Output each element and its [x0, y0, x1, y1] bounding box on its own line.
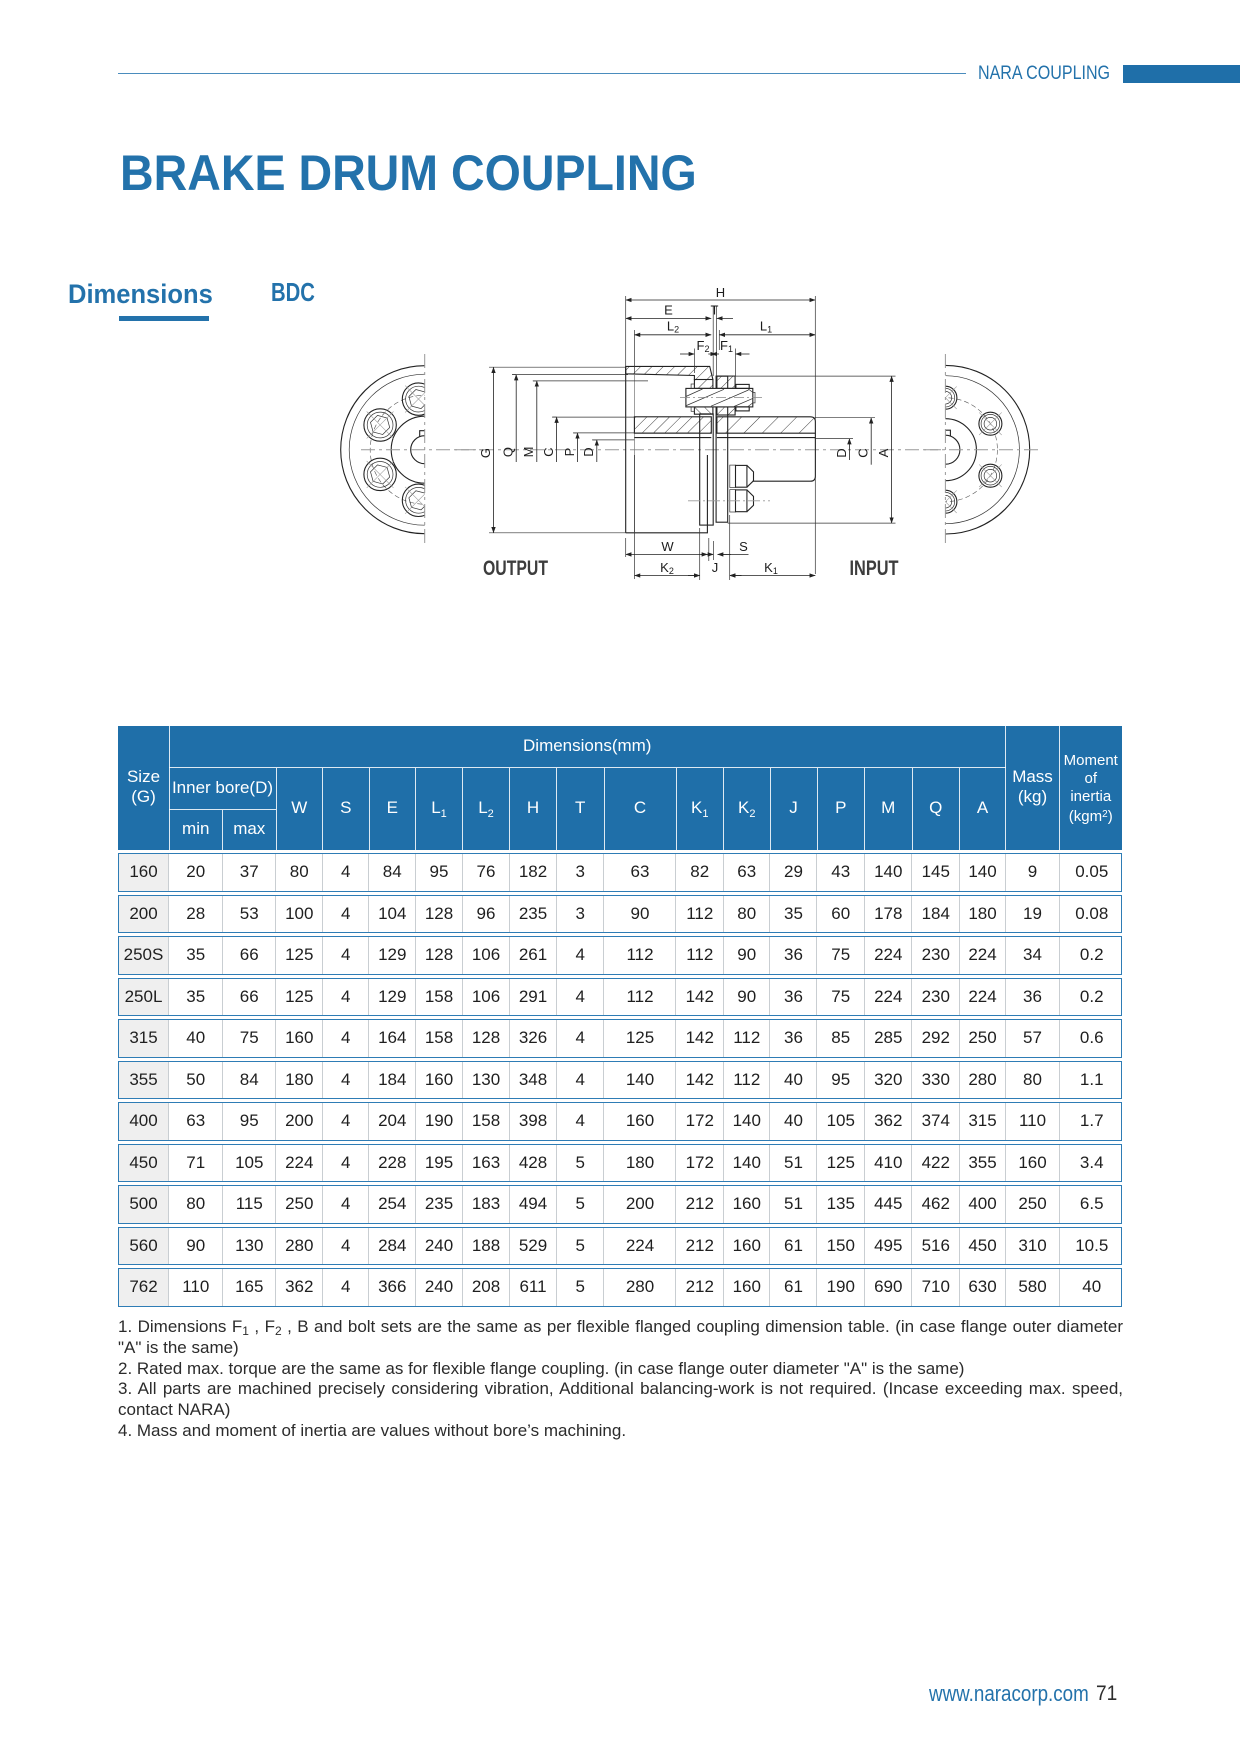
svg-text:S: S	[739, 539, 748, 554]
svg-text:L1: L1	[760, 319, 772, 335]
svg-text:E: E	[664, 302, 673, 317]
svg-text:OUTPUT: OUTPUT	[483, 557, 548, 580]
svg-text:T: T	[711, 302, 719, 317]
svg-text:H: H	[716, 285, 725, 300]
svg-text:M: M	[521, 447, 536, 458]
svg-text:G: G	[478, 448, 493, 458]
svg-text:W: W	[661, 539, 674, 554]
svg-text:Q: Q	[501, 447, 516, 457]
svg-text:C: C	[541, 447, 556, 456]
svg-text:F2: F2	[697, 338, 710, 354]
svg-text:C: C	[856, 448, 871, 457]
svg-text:P: P	[562, 448, 577, 457]
svg-text:K1: K1	[764, 560, 778, 576]
svg-text:L2: L2	[667, 319, 679, 335]
svg-text:INPUT: INPUT	[850, 557, 899, 580]
svg-text:F1: F1	[720, 338, 733, 354]
svg-text:D: D	[581, 447, 596, 456]
svg-text:J: J	[712, 560, 719, 575]
svg-text:K2: K2	[660, 560, 674, 576]
svg-text:A: A	[876, 448, 891, 457]
svg-text:D: D	[834, 448, 849, 457]
